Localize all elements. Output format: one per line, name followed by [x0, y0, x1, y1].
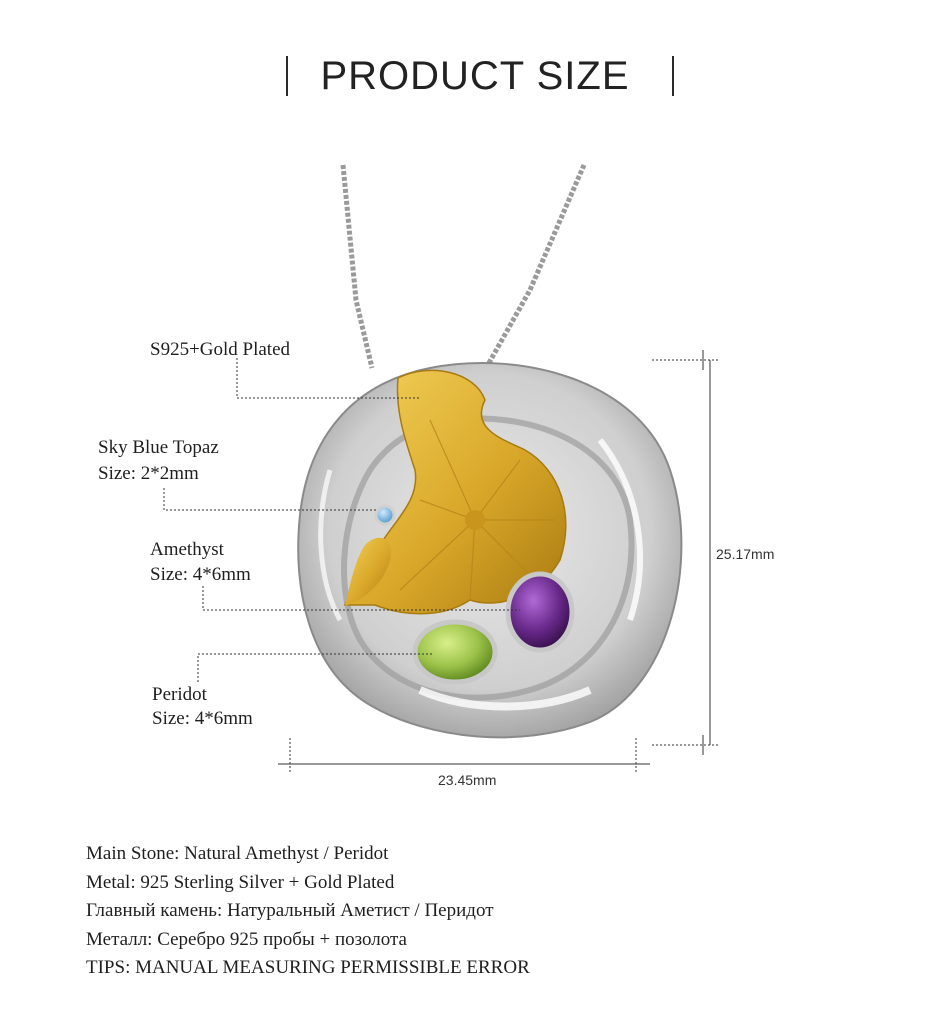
callout-line-amethyst — [202, 586, 520, 611]
callout-amethyst-size: Size: 4*6mm — [150, 564, 251, 585]
callout-amethyst-name: Amethyst — [150, 539, 224, 560]
width-dimension-label: 23.45mm — [438, 772, 497, 788]
callout-line-peridot — [197, 653, 432, 682]
callout-lines — [163, 358, 520, 682]
height-dimension-line — [652, 350, 718, 755]
spec-main-stone-ru: Главный камень: Натуральный Аметист / Пе… — [86, 900, 494, 921]
callout-peridot-size: Size: 4*6mm — [152, 708, 253, 729]
callout-peridot-name: Peridot — [152, 684, 207, 705]
product-specs: Main Stone: Natural Amethyst / Peridot M… — [86, 840, 530, 983]
page-title: PRODUCT SIZE — [320, 54, 630, 98]
amethyst-stone — [505, 571, 575, 653]
spec-main-stone: Main Stone: Natural Amethyst / Peridot — [86, 843, 389, 864]
spec-metal-ru: Металл: Серебро 925 пробы + позолота — [86, 928, 407, 950]
callout-metal-label: S925+Gold Plated — [150, 339, 291, 360]
gold-lotus-leaf — [343, 369, 567, 615]
spec-metal: Metal: 925 Sterling Silver + Gold Plated — [86, 871, 395, 893]
callout-topaz-size: Size: 2*2mm — [98, 463, 199, 484]
height-dimension-label: 25.17mm — [716, 546, 775, 562]
callout-line-metal — [236, 358, 420, 399]
peridot-stone — [412, 619, 498, 685]
title-divider-right — [672, 56, 674, 96]
callout-topaz-name: Sky Blue Topaz — [98, 437, 219, 458]
title-divider-left — [286, 56, 288, 96]
spec-tips: TIPS: MANUAL MEASURING PERMISSIBLE ERROR — [86, 957, 530, 978]
title-section: PRODUCT SIZE — [0, 48, 950, 108]
width-dimension-line — [278, 738, 650, 774]
callout-line-topaz — [163, 488, 378, 511]
chain — [340, 164, 587, 372]
topaz-stone — [374, 504, 396, 526]
